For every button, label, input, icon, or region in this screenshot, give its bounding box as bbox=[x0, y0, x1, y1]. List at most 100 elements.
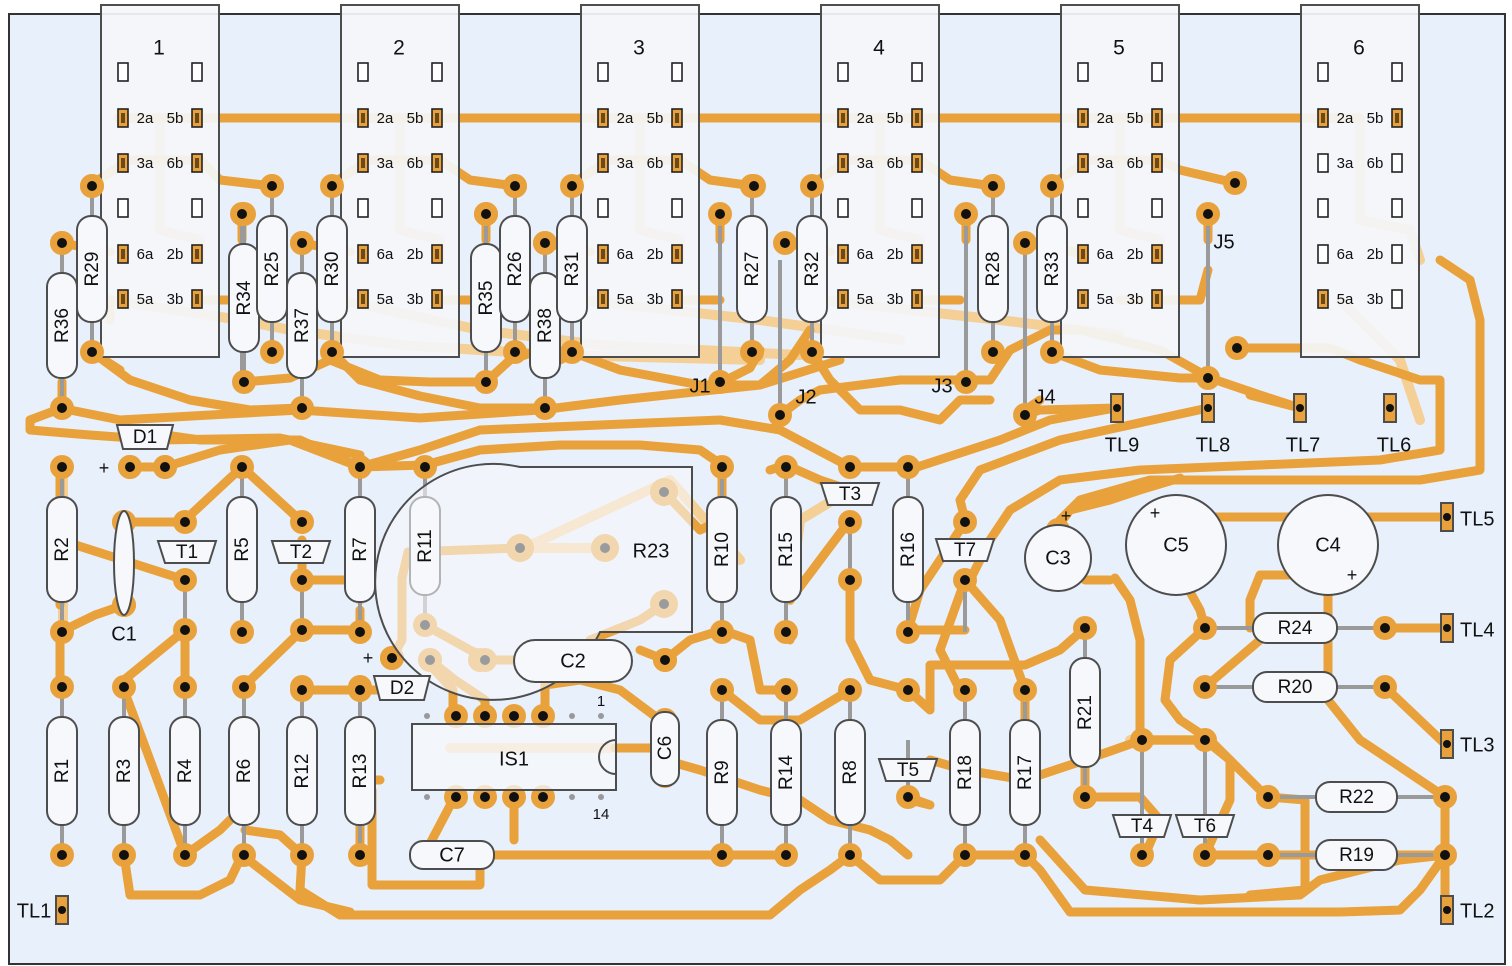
resistor-label: R29 bbox=[82, 252, 103, 287]
connector-pin bbox=[1151, 198, 1163, 218]
transistor-t3 bbox=[819, 482, 881, 506]
pad-hole bbox=[267, 181, 277, 191]
connector-pin bbox=[191, 62, 203, 82]
ic-label: IS1 bbox=[499, 748, 529, 770]
jumper-label: J5 bbox=[1213, 231, 1234, 253]
connector-pin bbox=[671, 198, 683, 218]
resistor-r15 bbox=[770, 496, 802, 603]
pad-hole bbox=[1080, 792, 1090, 802]
pin-core bbox=[195, 249, 199, 259]
pin-core bbox=[361, 249, 365, 259]
connector-number: 2 bbox=[393, 37, 405, 60]
connector-pin-label: 3a bbox=[617, 155, 634, 172]
ic-pin-number: 1 bbox=[597, 693, 605, 710]
pad-hole bbox=[1230, 178, 1240, 188]
pad-hole bbox=[125, 462, 135, 472]
capacitor-label: C3 bbox=[1045, 547, 1071, 569]
resistor-r21 bbox=[1069, 657, 1101, 768]
connector-pin bbox=[1391, 198, 1403, 218]
terminal-label: TL3 bbox=[1460, 734, 1494, 756]
resistor-label: R7 bbox=[350, 537, 371, 561]
polarity-mark: + bbox=[1061, 506, 1072, 526]
pad-hole bbox=[988, 347, 998, 357]
pin-core bbox=[1321, 294, 1325, 304]
pad-hole bbox=[1020, 850, 1030, 860]
pad-hole bbox=[57, 850, 67, 860]
jumper-label: J2 bbox=[795, 386, 816, 408]
resistor-label: R14 bbox=[776, 755, 797, 790]
pad-hole bbox=[57, 403, 67, 413]
pad-hole bbox=[480, 792, 490, 802]
pin-core bbox=[195, 158, 199, 168]
connector-pin-label: 5a bbox=[857, 291, 874, 308]
pin-core bbox=[361, 113, 365, 123]
resistor-label: R9 bbox=[712, 760, 733, 784]
resistor-label: R22 bbox=[1339, 787, 1374, 808]
connector-pin-label: 5a bbox=[1097, 291, 1114, 308]
track bbox=[119, 625, 190, 685]
connector-pin-label: 5b bbox=[1127, 110, 1144, 127]
pad-hole bbox=[509, 792, 519, 802]
connector-pin-label: 6a bbox=[1097, 246, 1114, 263]
track bbox=[1020, 570, 1450, 917]
terminal-hole bbox=[1296, 404, 1304, 412]
pad-hole bbox=[1440, 792, 1450, 802]
resistor-r37 bbox=[286, 272, 318, 379]
resistor-r32 bbox=[796, 215, 828, 323]
pad-hole bbox=[715, 377, 725, 387]
pad-hole bbox=[960, 850, 970, 860]
terminal-label: TL7 bbox=[1286, 434, 1320, 456]
resistor-label: R38 bbox=[535, 308, 556, 343]
terminal-label: TL5 bbox=[1460, 508, 1494, 530]
resistor-r29 bbox=[76, 215, 108, 323]
transistor-t5 bbox=[877, 758, 939, 782]
pad-hole bbox=[451, 711, 461, 721]
connector-pin-label: 2b bbox=[407, 246, 424, 263]
connector-pin-label: 2a bbox=[857, 110, 874, 127]
track bbox=[327, 347, 545, 413]
connector-pin bbox=[911, 62, 923, 82]
track bbox=[1035, 835, 1450, 905]
pad-hole bbox=[747, 347, 757, 357]
terminal-label: TL1 bbox=[17, 900, 51, 922]
connector-pin bbox=[597, 62, 609, 82]
connector-pin-label: 6b bbox=[1367, 155, 1384, 172]
transistor-t4 bbox=[1111, 814, 1173, 838]
resistor-r18 bbox=[949, 719, 981, 826]
pad-hole bbox=[540, 238, 550, 248]
resistor-r19 bbox=[1315, 839, 1398, 871]
pad-hole bbox=[717, 685, 727, 695]
pin-core bbox=[915, 158, 919, 168]
pad-hole bbox=[1203, 373, 1213, 383]
connector-number: 6 bbox=[1353, 37, 1365, 60]
pad-hole bbox=[119, 682, 129, 692]
pin-core bbox=[915, 249, 919, 259]
track bbox=[1055, 255, 1485, 525]
pad-hole bbox=[267, 347, 277, 357]
resistor-r25 bbox=[256, 215, 288, 323]
connector-pin bbox=[431, 62, 443, 82]
pad-hole bbox=[297, 575, 307, 585]
resistor-label: R3 bbox=[114, 759, 135, 783]
pad-hole bbox=[481, 377, 491, 387]
connector-number: 1 bbox=[153, 37, 165, 60]
pad-hole bbox=[87, 347, 97, 357]
resistor-r2 bbox=[46, 496, 78, 603]
connector-pin-label: 3b bbox=[407, 291, 424, 308]
polarity-mark: + bbox=[1150, 503, 1161, 523]
pad-hole bbox=[903, 685, 913, 695]
terminal-hole bbox=[1443, 906, 1451, 914]
transistor-label: T7 bbox=[954, 540, 976, 561]
pad-hole bbox=[119, 850, 129, 860]
resistor-label: R21 bbox=[1075, 695, 1096, 730]
connector-pin-label: 6b bbox=[887, 155, 904, 172]
connector-pin bbox=[1317, 153, 1329, 173]
ic-pin bbox=[569, 794, 575, 800]
resistor-r24 bbox=[1252, 612, 1338, 644]
pad-hole bbox=[1200, 682, 1210, 692]
pin-core bbox=[675, 158, 679, 168]
track bbox=[237, 462, 307, 527]
polarity-mark: + bbox=[1347, 565, 1358, 585]
